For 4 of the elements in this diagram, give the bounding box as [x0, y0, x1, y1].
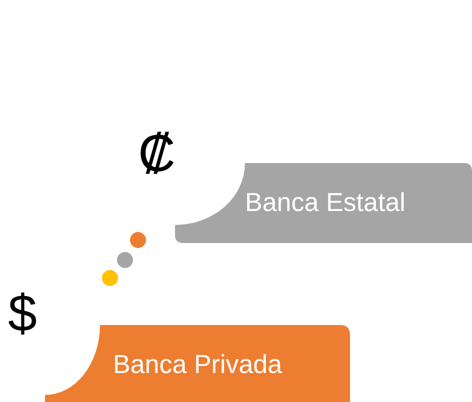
bank-label: Banca Privada — [113, 349, 282, 380]
currency-symbol: ₡ — [138, 128, 176, 180]
currency-symbol: $ — [8, 288, 37, 340]
bank-label: Banca Estatal — [245, 187, 406, 218]
